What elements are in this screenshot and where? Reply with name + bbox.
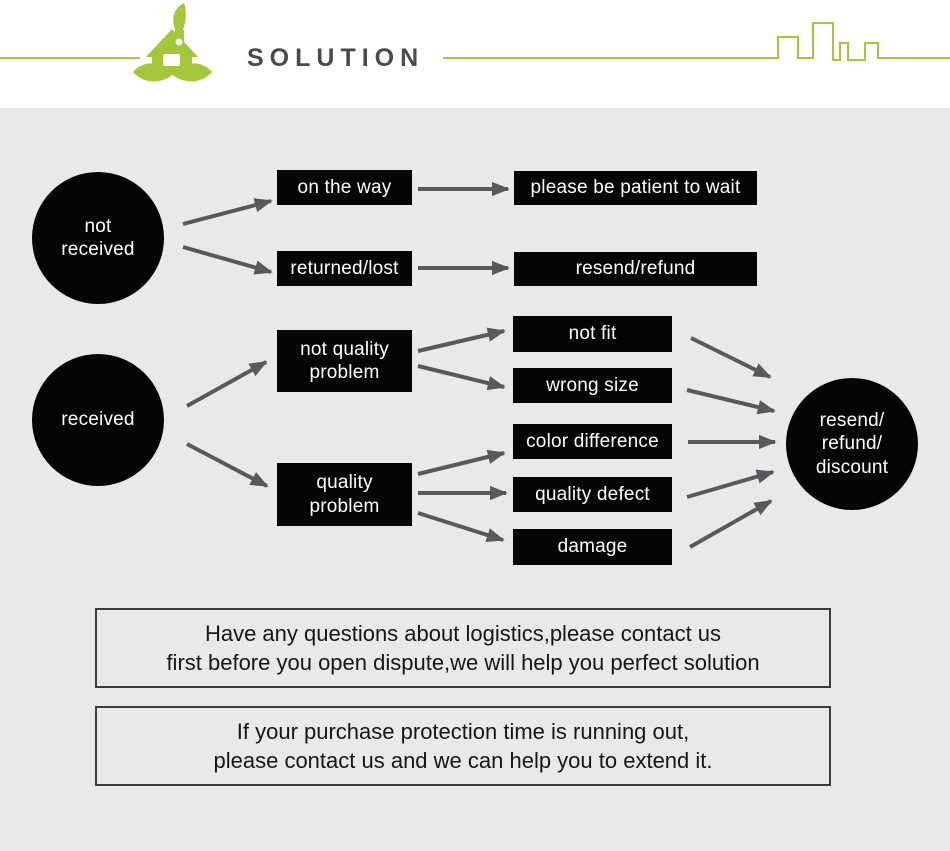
arrow-damage-result	[689, 499, 773, 549]
node-wrong-size: wrong size	[513, 368, 672, 403]
node-quality-defect: quality defect	[513, 477, 672, 512]
node-not-received: not received	[32, 172, 164, 304]
header: SOLUTION	[0, 0, 950, 108]
arrow-quality-colordiff	[417, 449, 506, 476]
arrow-received-notquality	[186, 360, 268, 408]
protection-note: If your purchase protection time is runn…	[95, 706, 831, 786]
brand-title: SOLUTION	[247, 44, 425, 72]
arrow-wrongsize-result	[686, 388, 776, 415]
node-quality-problem: quality problem	[277, 463, 412, 526]
node-resend-refund-discount: resend/ refund/ discount	[786, 378, 918, 510]
node-not-quality-problem: not quality problem	[277, 330, 412, 392]
arrow-notreceived-ontheway	[182, 198, 273, 226]
header-decoration	[0, 22, 950, 61]
node-on-the-way: on the way	[277, 170, 412, 205]
node-resend-refund: resend/refund	[514, 252, 757, 286]
arrow-defect-result	[686, 469, 775, 499]
node-received: received	[32, 354, 164, 486]
node-please-be-patient: please be patient to wait	[514, 171, 757, 205]
node-not-fit: not fit	[513, 316, 672, 352]
arrow-received-quality	[186, 442, 269, 488]
eco-house-logo-icon	[133, 3, 212, 82]
city-skyline-icon	[443, 22, 950, 61]
logistics-note-line1: Have any questions about logistics,pleas…	[204, 620, 722, 646]
protection-note-line2: please contact us and we can help you to…	[213, 748, 713, 773]
node-damage: damage	[513, 529, 672, 565]
logistics-note-line2: first before you open dispute,we will he…	[166, 650, 760, 675]
arrow-notquality-wrongsize	[417, 364, 506, 391]
arrow-quality-damage	[417, 511, 505, 542]
arrow-notfit-result	[690, 336, 772, 379]
protection-note-line1: If your purchase protection time is runn…	[236, 718, 690, 744]
logistics-note: Have any questions about logistics,pleas…	[95, 608, 831, 688]
node-returned-lost: returned/lost	[277, 251, 412, 286]
arrow-notquality-notfit	[417, 327, 506, 353]
arrow-notreceived-returned	[182, 245, 273, 275]
node-color-difference: color difference	[513, 424, 672, 459]
